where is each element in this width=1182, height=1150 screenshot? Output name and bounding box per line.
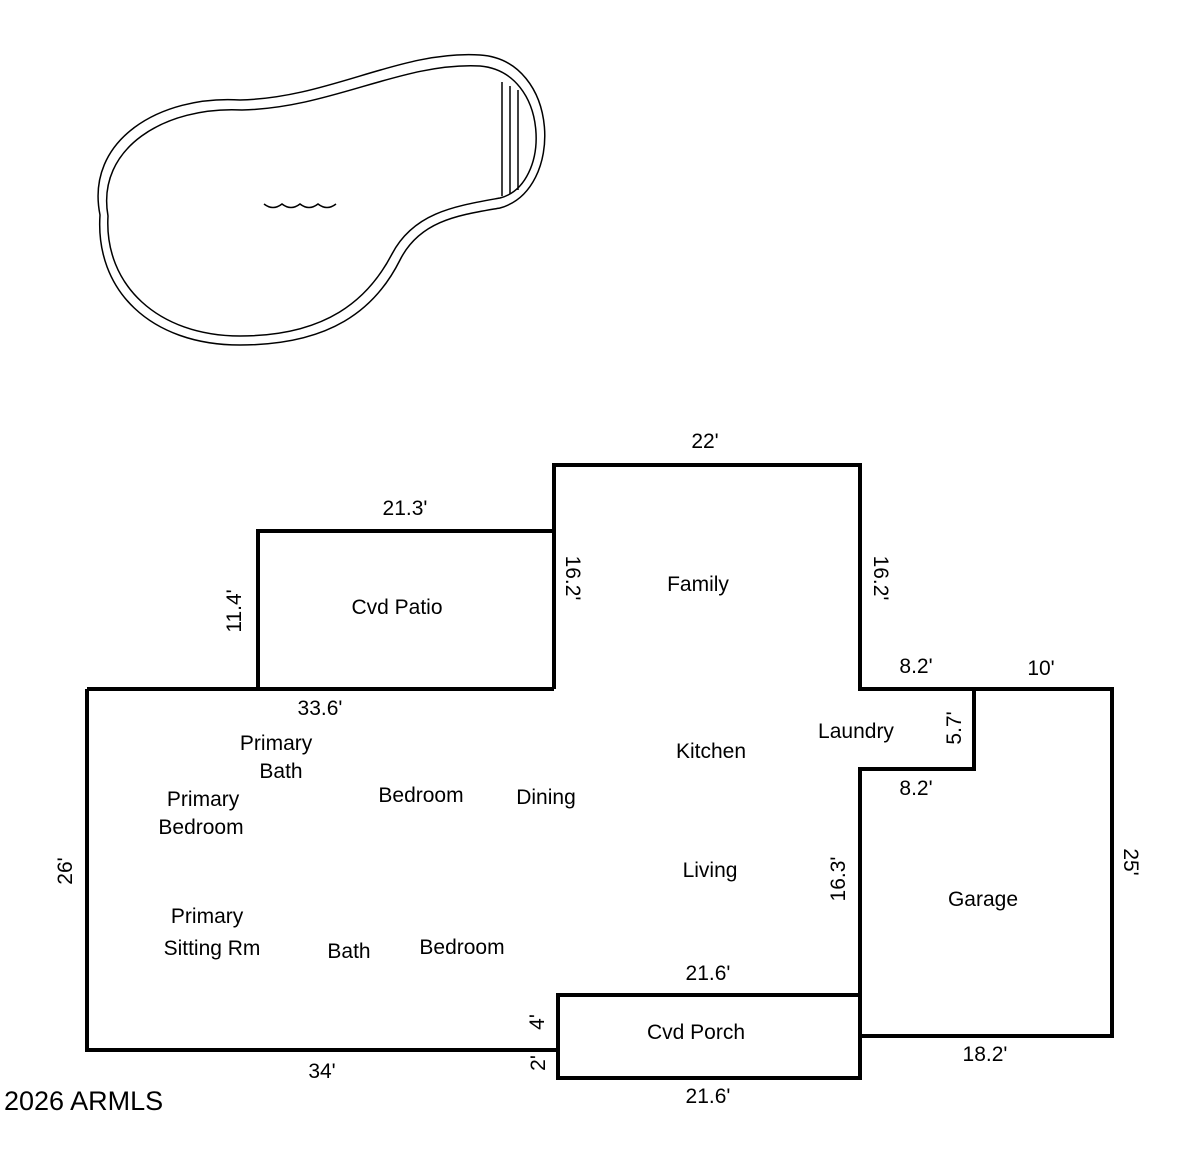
pool-steps — [501, 82, 519, 196]
copyright-watermark: 2026 ARMLS — [4, 1086, 163, 1116]
porch-outline — [556, 995, 862, 1080]
dim-laundry-top: 8.2' — [899, 655, 932, 678]
room-cvd-patio: Cvd Patio — [351, 596, 442, 619]
pool — [97, 53, 546, 346]
room-kitchen: Kitchen — [676, 740, 746, 763]
dim-family-top: 22' — [691, 430, 718, 453]
room-labels: Cvd Patio Family Kitchen Laundry Primary… — [158, 573, 1018, 1044]
room-primary-bedroom-line1: Primary — [167, 788, 240, 811]
room-primary-bedroom-line2: Bedroom — [158, 816, 243, 839]
dim-porch-left-lower: 2' — [527, 1055, 550, 1071]
room-cvd-porch: Cvd Porch — [647, 1021, 745, 1044]
dim-patio-left: 11.4' — [223, 589, 246, 632]
dim-family-right: 16.2' — [869, 556, 892, 601]
dim-garage-bottom: 18.2' — [963, 1043, 1008, 1066]
dim-garage-right: 25' — [1119, 848, 1142, 875]
room-laundry: Laundry — [818, 720, 894, 743]
room-bedroom-bottom: Bedroom — [419, 936, 504, 959]
dim-porch-bottom: 21.6' — [686, 1085, 731, 1108]
dim-patio-top: 21.3' — [383, 497, 428, 520]
room-dining: Dining — [516, 786, 576, 809]
room-bath: Bath — [327, 940, 370, 963]
room-primary-bath-line1: Primary — [240, 732, 313, 755]
dim-laundry-bottom: 8.2' — [899, 777, 932, 800]
room-living: Living — [683, 859, 738, 882]
pool-inner-edge — [105, 65, 537, 337]
room-primary-sitting: Primary Sitting Rm — [164, 905, 261, 960]
walls — [85, 463, 1114, 1080]
dim-laundry-side: 5.7' — [943, 711, 966, 744]
water-wave-icon — [263, 203, 337, 209]
dim-garage-top: 10' — [1027, 657, 1054, 680]
room-primary-bath-line2: Bath — [259, 760, 302, 783]
room-family: Family — [667, 573, 729, 596]
house-outline — [85, 463, 976, 1052]
dim-house-top: 33.6' — [298, 697, 343, 720]
garage-outline — [860, 687, 1114, 1038]
dimension-labels: 22' 21.3' 11.4' 16.2' 16.2' 33.6' 8.2' 1… — [54, 430, 1142, 1108]
dim-house-bottom: 34' — [308, 1060, 335, 1083]
room-garage: Garage — [948, 888, 1018, 911]
room-primary-sitting-line2: Sitting Rm — [164, 937, 261, 960]
dim-house-left: 26' — [54, 857, 77, 884]
dim-porch-top: 21.6' — [686, 962, 731, 985]
dim-porch-left-upper: 4' — [526, 1014, 549, 1030]
dim-living-right: 16.3' — [827, 857, 850, 902]
room-primary-bedroom: Primary Bedroom — [158, 788, 245, 839]
dim-family-left: 16.2' — [561, 556, 584, 601]
room-bedroom-top: Bedroom — [378, 784, 463, 807]
room-primary-sitting-line1: Primary — [171, 905, 244, 928]
pool-outer-edge — [97, 53, 546, 346]
room-primary-bath: Primary Bath — [240, 732, 318, 783]
